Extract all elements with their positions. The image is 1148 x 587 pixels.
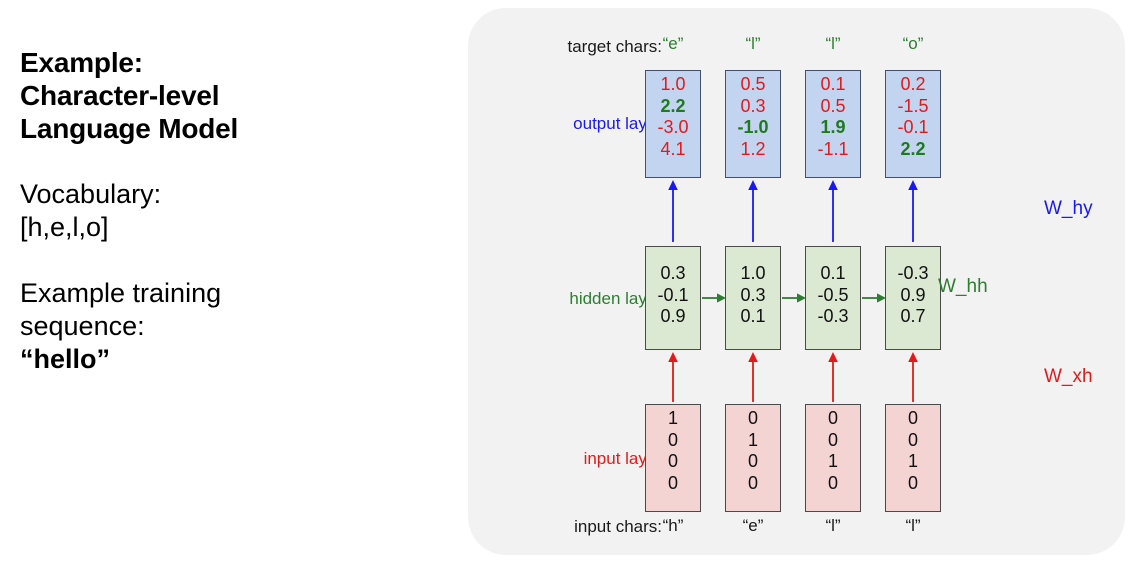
heading-line-2: Character-level	[20, 80, 220, 111]
output-value: 0.5	[820, 95, 846, 116]
weight-label-w-hh: W_hh	[938, 276, 988, 297]
hidden-vector-3: 0.1-0.5-0.3	[805, 246, 861, 350]
arrow-up-red-icon	[827, 352, 839, 402]
rnn-diagram-panel: target chars: output layer hidden layer …	[468, 8, 1125, 555]
output-value: -0.1	[897, 117, 929, 137]
hidden-value: -0.3	[897, 263, 929, 283]
output-value: 2.2	[900, 138, 926, 159]
input-value: 1	[667, 408, 678, 428]
input-layer-label: input layer	[583, 449, 662, 468]
hidden-layer-label: hidden layer	[569, 289, 662, 308]
input-value: 0	[667, 451, 678, 471]
weight-label-w-xh: W_xh	[1044, 366, 1093, 387]
input-value: 0	[907, 408, 918, 428]
arrow-up-red-icon	[907, 352, 919, 402]
input-value: 0	[667, 472, 678, 493]
output-value: -1.5	[897, 95, 929, 116]
spacer-2	[20, 244, 440, 277]
input-value: 1	[827, 451, 838, 471]
hidden-value: 0.9	[900, 284, 926, 305]
hidden-value: -0.1	[657, 284, 689, 305]
input-value: 0	[907, 429, 918, 450]
output-value: 2.2	[660, 95, 686, 116]
output-value: -1.1	[817, 138, 849, 159]
hidden-value: 0.1	[820, 263, 846, 283]
output-value: -3.0	[657, 117, 689, 137]
output-value: 1.2	[740, 138, 766, 159]
arrow-up-blue-icon	[827, 180, 839, 242]
heading-line-1: Example:	[20, 47, 143, 78]
input-value: 0	[907, 472, 918, 493]
input-chars-label: input chars:	[574, 517, 662, 536]
output-value: 1.9	[820, 117, 846, 137]
input-char-1: “h”	[662, 516, 684, 535]
output-value: 4.1	[660, 138, 686, 159]
output-value: 0.1	[820, 74, 846, 94]
vocabulary-label: Vocabulary:	[20, 179, 162, 209]
arrow-up-blue-icon	[747, 180, 759, 242]
target-char-1: “e”	[662, 34, 684, 53]
hidden-value: 0.3	[660, 263, 686, 283]
arrow-up-blue-icon	[667, 180, 679, 242]
hidden-value: 0.1	[740, 306, 766, 326]
arrow-up-red-icon	[667, 352, 679, 402]
target-char-3: “l”	[825, 34, 841, 53]
hidden-value: 0.3	[740, 284, 766, 305]
arrow-up-blue-icon	[907, 180, 919, 242]
heading-line-3: Language Model	[20, 113, 239, 144]
input-char-3: “l”	[825, 516, 841, 535]
input-value: 0	[827, 408, 838, 428]
arrow-right-green-icon	[702, 291, 726, 303]
input-char-2: “e”	[742, 516, 764, 535]
input-value: 0	[747, 408, 758, 428]
weight-label-w-hy: W_hy	[1044, 198, 1093, 219]
hidden-value: 0.9	[660, 306, 686, 326]
arrow-right-green-icon	[782, 291, 806, 303]
hidden-value: 1.0	[740, 263, 766, 283]
output-value: 0.5	[740, 74, 766, 94]
input-value: 0	[747, 451, 758, 471]
output-layer-label: output layer	[573, 114, 662, 133]
input-char-4: “l”	[905, 516, 921, 535]
input-value: 0	[827, 472, 838, 493]
spacer-1	[20, 145, 440, 178]
target-char-2: “l”	[745, 34, 761, 53]
slide-text-column: Example: Character-level Language Model …	[20, 46, 440, 376]
input-value: 0	[667, 429, 678, 450]
hidden-value: -0.3	[817, 306, 849, 326]
input-value: 1	[907, 451, 918, 471]
target-chars-label: target chars:	[567, 37, 663, 56]
input-value: 1	[747, 429, 758, 450]
vocabulary-value: [h,e,l,o]	[20, 212, 109, 242]
sequence-label-line-1: Example training	[20, 278, 222, 308]
input-value: 0	[747, 472, 758, 493]
output-value: 0.2	[900, 74, 926, 94]
arrow-right-green-icon	[862, 291, 886, 303]
arrow-up-red-icon	[747, 352, 759, 402]
hidden-value: -0.5	[817, 284, 849, 305]
output-value: 0.3	[740, 95, 766, 116]
output-value: -1.0	[737, 117, 769, 137]
hidden-value: 0.7	[900, 306, 926, 326]
sequence-label-line-2: sequence:	[20, 311, 145, 341]
target-char-4: “o”	[902, 34, 924, 53]
input-value: 0	[827, 429, 838, 450]
output-value: 1.0	[660, 74, 686, 94]
sequence-value: “hello”	[20, 344, 111, 374]
